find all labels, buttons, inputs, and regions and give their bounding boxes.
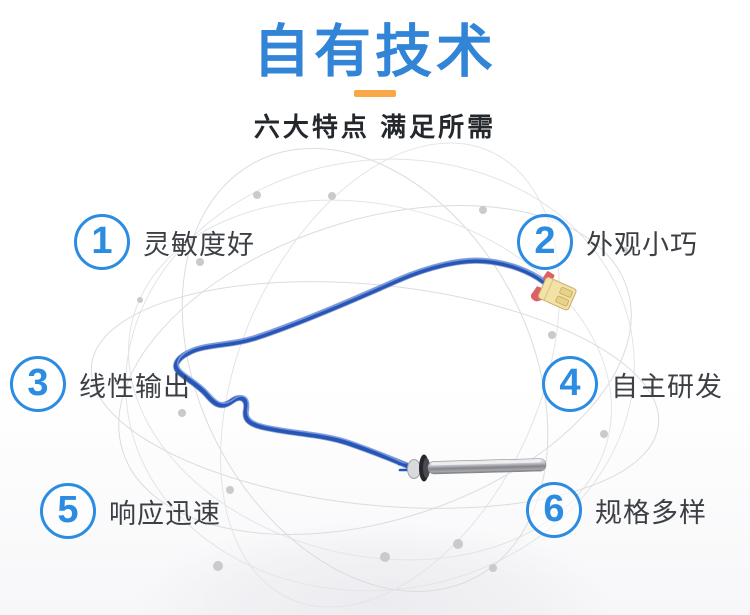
feature-3-label: 线性输出: [79, 371, 191, 402]
feature-1-badge: 1: [74, 214, 130, 270]
feature-5: 5 响应迅速: [40, 483, 221, 539]
title-divider: [354, 90, 396, 97]
feature-6: 6 规格多样: [526, 482, 707, 538]
feature-5-badge: 5: [40, 483, 96, 539]
feature-4-number: 4: [559, 362, 581, 404]
page-subtitle: 六大特点 满足所需: [253, 112, 497, 142]
feature-6-label: 规格多样: [595, 497, 707, 528]
feature-6-number: 6: [543, 488, 565, 530]
feature-5-number: 5: [57, 489, 79, 531]
feature-1: 1 灵敏度好: [74, 214, 255, 270]
feature-2-badge: 2: [517, 214, 573, 270]
feature-6-badge: 6: [526, 482, 582, 538]
feature-2-label: 外观小巧: [586, 229, 698, 260]
feature-3-badge: 3: [10, 356, 66, 412]
sensor-probe: [397, 454, 547, 482]
probe-tube: [427, 458, 547, 475]
feature-4: 4 自主研发: [542, 356, 723, 412]
sensor-cable: [173, 257, 548, 470]
header: 自有技术 六大特点 满足所需: [0, 24, 750, 144]
feature-2-number: 2: [534, 220, 556, 262]
probe-flange: [419, 454, 429, 482]
feature-3: 3 线性输出: [10, 356, 191, 412]
feature-1-label: 灵敏度好: [143, 229, 255, 260]
feature-3-number: 3: [27, 362, 49, 404]
feature-2: 2 外观小巧: [517, 214, 698, 270]
sensor-connector: [530, 271, 577, 311]
feature-5-label: 响应迅速: [109, 498, 221, 529]
probe-washer: [407, 459, 421, 479]
feature-4-badge: 4: [542, 356, 598, 412]
feature-1-number: 1: [91, 220, 113, 262]
page-title: 自有技术: [253, 20, 497, 84]
feature-4-label: 自主研发: [611, 371, 723, 402]
